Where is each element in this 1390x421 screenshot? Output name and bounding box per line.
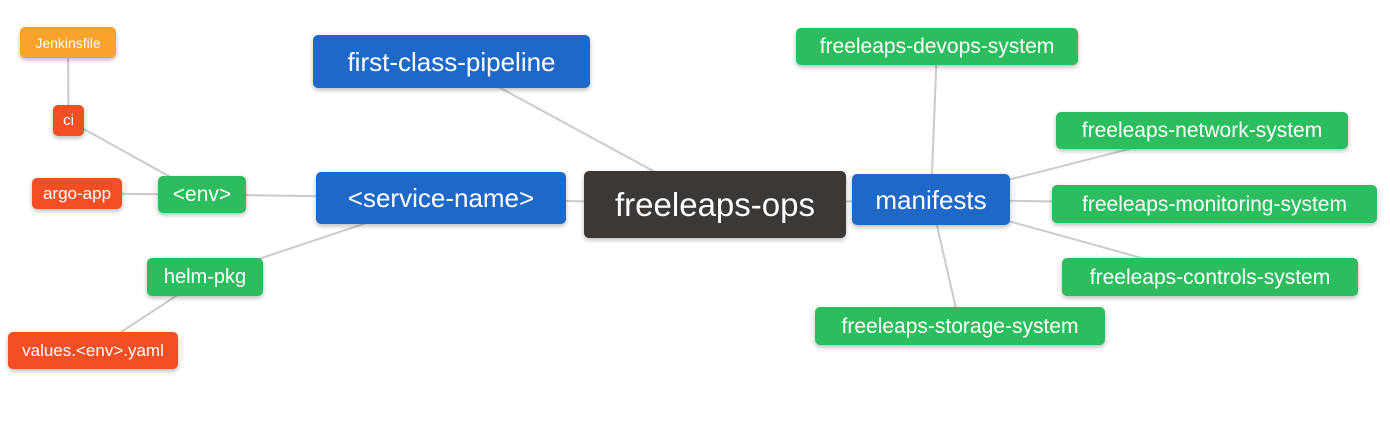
node-service-name[interactable]: <service-name> bbox=[316, 172, 566, 224]
node-freeleaps-devops-system[interactable]: freeleaps-devops-system bbox=[796, 28, 1078, 65]
node-freeleaps-network-system[interactable]: freeleaps-network-system bbox=[1056, 112, 1348, 149]
node-jenkinsfile[interactable]: Jenkinsfile bbox=[20, 27, 116, 58]
node-first-class-pipeline[interactable]: first-class-pipeline bbox=[313, 35, 590, 88]
node-freeleaps-storage-system[interactable]: freeleaps-storage-system bbox=[815, 307, 1105, 345]
node-helm-pkg[interactable]: helm-pkg bbox=[147, 258, 263, 296]
node-ci[interactable]: ci bbox=[53, 105, 84, 136]
node-argo-app[interactable]: argo-app bbox=[32, 178, 122, 209]
node-values-env-yaml[interactable]: values.<env>.yaml bbox=[8, 332, 178, 369]
node-env[interactable]: <env> bbox=[158, 176, 246, 213]
node-freeleaps-controls-system[interactable]: freeleaps-controls-system bbox=[1062, 258, 1358, 296]
node-manifests[interactable]: manifests bbox=[852, 174, 1010, 225]
node-freeleaps-monitoring-system[interactable]: freeleaps-monitoring-system bbox=[1052, 185, 1377, 223]
node-freeleaps-ops[interactable]: freeleaps-ops bbox=[584, 171, 846, 238]
